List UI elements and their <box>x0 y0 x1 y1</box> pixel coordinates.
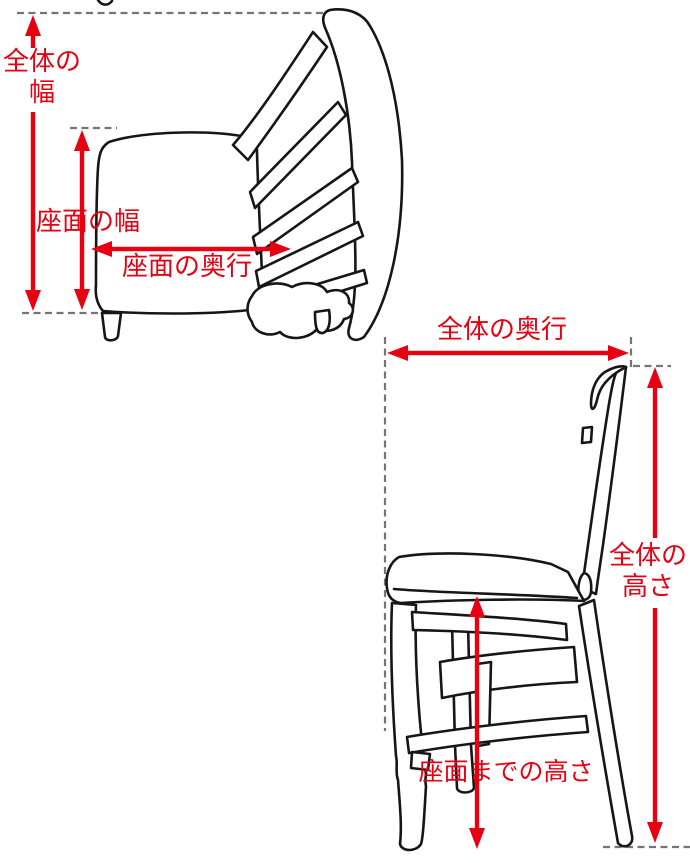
seat-depth-label: 座面の奥行 <box>121 252 252 282</box>
backrest-spindle <box>254 220 365 289</box>
overall-depth-label: 全体の奥行 <box>436 315 567 345</box>
overall-width-arrow <box>25 15 41 311</box>
seat-width-arrow <box>74 130 90 310</box>
overall-height-arrow <box>647 367 663 843</box>
measurement-arrows <box>25 15 663 849</box>
seat-edge-line <box>392 587 579 600</box>
extent-dashed-lines <box>17 11 690 849</box>
backrest-spindle <box>248 100 348 210</box>
arm-piece <box>246 281 355 340</box>
bottom-stretcher <box>405 714 590 755</box>
back-finial <box>589 365 628 411</box>
front-leg <box>389 601 428 852</box>
overall-height-label-line2: 高さ <box>621 572 674 602</box>
overall-width-label-line2: 幅 <box>28 78 55 108</box>
seat-width-label: 座面の幅 <box>35 207 140 237</box>
backrest-top-rail <box>231 30 329 162</box>
back-notch <box>580 425 594 445</box>
overall-height-label-line1: 全体の <box>608 541 687 571</box>
overall-height-label: 全体の 高さ <box>606 541 690 603</box>
backrest-hoop <box>321 8 404 341</box>
overall-depth-arrow <box>387 345 629 361</box>
stretcher-block <box>409 750 432 772</box>
back-knob <box>577 571 593 602</box>
seat-foot <box>100 311 123 342</box>
far-stretcher <box>438 645 579 700</box>
seat-height-arrow <box>469 596 485 849</box>
seat-apron <box>410 610 569 642</box>
rear-leg <box>577 598 634 848</box>
top-edge-mark <box>96 0 114 6</box>
side-view-chair-drawing <box>385 365 634 852</box>
seat-height-label: 座面までの高さ <box>418 757 594 786</box>
seat-foot <box>313 308 332 335</box>
overall-width-label-line1: 全体の <box>2 47 81 77</box>
top-view-chair-drawing <box>94 0 404 342</box>
overall-width-label: 全体の 幅 <box>0 47 84 109</box>
seat-depth-arrow <box>91 241 291 257</box>
